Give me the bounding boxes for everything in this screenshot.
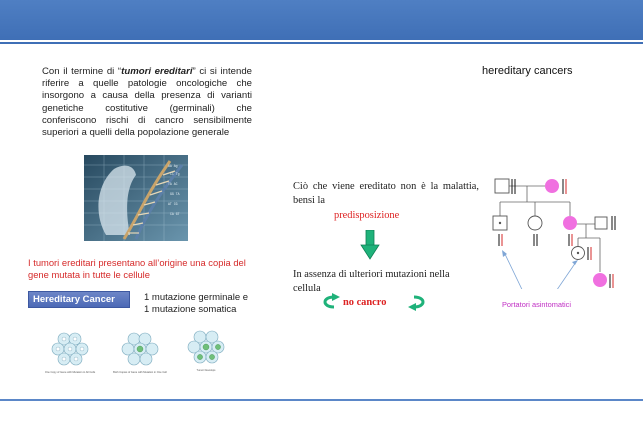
intro-emphasis: tumori ereditari xyxy=(121,66,193,77)
cell-caption-2: Both Copies of Gene with Mutation in One… xyxy=(113,370,167,374)
mutation-list: 1 mutazione germinale e 1 mutazione soma… xyxy=(144,292,248,316)
title-underline xyxy=(0,42,643,44)
mutation-somatic: 1 mutazione somatica xyxy=(144,304,237,315)
pedigree-male-1 xyxy=(494,178,510,194)
intro-paragraph: Con il termine di “tumori ereditari” ci … xyxy=(42,66,252,139)
svg-text:CA GT: CA GT xyxy=(170,212,180,216)
down-arrow-icon xyxy=(360,230,380,260)
cell-progression-illustration: One Copy of Gene with Mutation in All Ce… xyxy=(45,330,225,374)
inherited-text: Ciò che viene ereditato non è la malatti… xyxy=(293,181,479,206)
no-cancer-label: no cancro xyxy=(343,297,387,308)
svg-text:CC Tg: CC Tg xyxy=(170,172,180,176)
pedigree-female-affected-1 xyxy=(545,179,559,193)
cell-caption-3: Tumor Develops xyxy=(197,368,217,372)
cycle-arrows-icon xyxy=(323,293,425,311)
dna-face-image: AA Ag CC Tg TA AC GG TA AT CG CA GT xyxy=(84,155,188,241)
pedigree-female-affected-2 xyxy=(563,216,577,230)
mutation-germinal: 1 mutazione germinale e xyxy=(144,292,249,303)
footer-line xyxy=(0,399,643,401)
intro-text-start: Con il termine di “ xyxy=(42,66,122,77)
red-statement: I tumori ereditari presentano all’origin… xyxy=(28,257,246,280)
svg-text:GG TA: GG TA xyxy=(170,192,180,196)
cell-cluster-3 xyxy=(187,330,225,364)
svg-text:TA AC: TA AC xyxy=(168,182,178,186)
cell-cluster-2 xyxy=(121,332,159,366)
pedigree-male-spouse xyxy=(594,216,608,230)
english-label: hereditary cancers xyxy=(482,65,573,77)
hereditary-cancer-badge: Hereditary Cancer xyxy=(28,291,130,308)
cell-caption-1: One Copy of Gene with Mutation in All Ce… xyxy=(45,370,96,374)
pedigree-female-2 xyxy=(527,215,543,231)
svg-text:AA Ag: AA Ag xyxy=(168,164,178,168)
intro-text-end: ” ci si intende riferire a quelle patolo… xyxy=(42,66,252,139)
carriers-label: Portatori asintomatici xyxy=(502,300,572,309)
absence-text: In assenza di ulteriori mutazioni nella … xyxy=(293,269,450,294)
predisposition-label: predisposizione xyxy=(334,210,400,221)
pedigree-female-affected-3 xyxy=(593,273,607,287)
pedigree-diagram xyxy=(492,178,616,289)
cell-cluster-1 xyxy=(51,332,89,366)
svg-text:AT CG: AT CG xyxy=(168,202,178,206)
title-bar xyxy=(0,0,643,40)
